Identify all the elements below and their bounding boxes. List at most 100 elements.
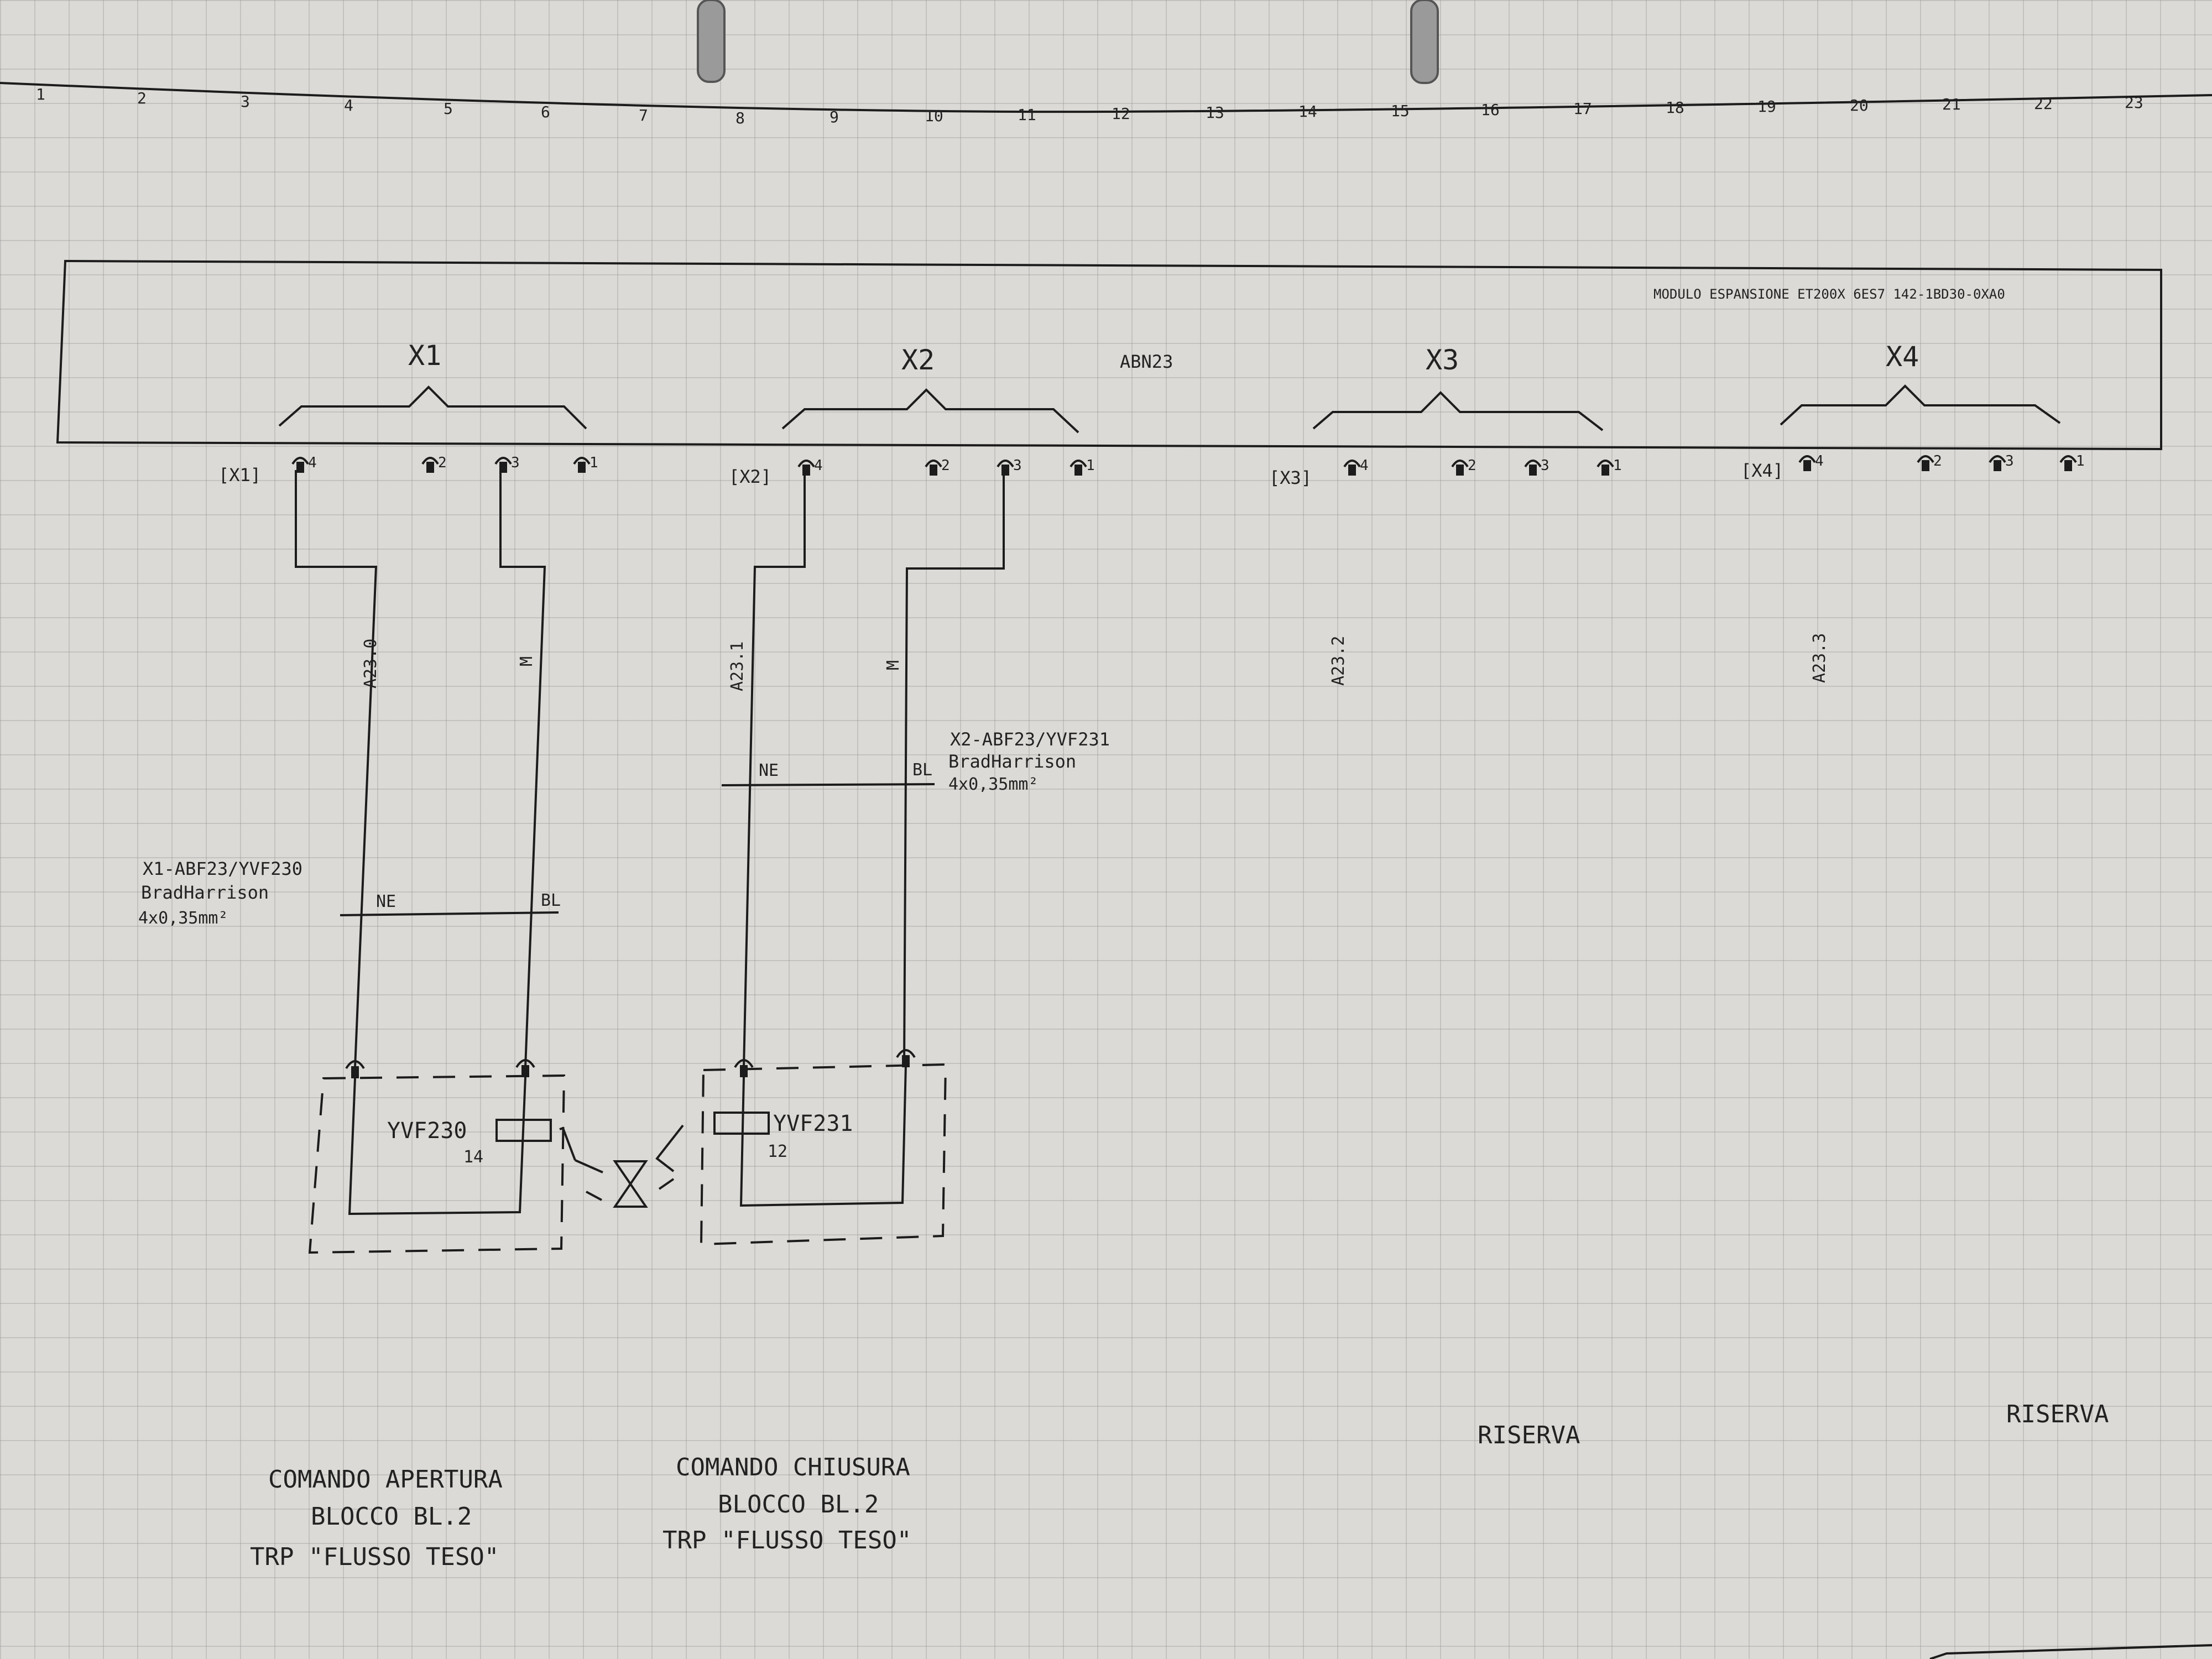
connector-x2-ref: [X2]: [729, 466, 771, 487]
column-number: 2: [137, 89, 147, 107]
column-number: 4: [344, 96, 353, 114]
column-number: 6: [541, 103, 550, 121]
pin-terminal: 1: [573, 455, 598, 473]
column-number: 3: [241, 92, 250, 111]
pin-terminal: 4: [1343, 457, 1369, 476]
caption-c3: RISERVA: [1478, 1421, 1580, 1449]
wire-x1-signal: [295, 470, 378, 1068]
solenoid-yvf231-enclosure: [700, 1063, 947, 1246]
pin-terminal: 2: [1917, 453, 1942, 471]
cable-x2-core-right: BL: [912, 760, 932, 780]
caption-c2-line2: BLOCCO BL.2: [718, 1490, 879, 1519]
pin-number: 2: [1933, 453, 1942, 469]
connector-x3-brace: [1312, 391, 1604, 431]
connector-x1-brace: [278, 385, 587, 430]
column-number: 15: [1391, 102, 1410, 120]
column-number: 14: [1298, 102, 1317, 121]
solenoid-yvf230-pin: 14: [463, 1147, 483, 1167]
column-number: 10: [925, 107, 943, 125]
wire-x3-signal-label: A23.2: [1329, 636, 1348, 686]
wire-x4-signal-label: A23.3: [1810, 633, 1829, 683]
connector-x3-label: X3: [1426, 344, 1459, 376]
pin-terminals: 4 2 3 1 4 2 3 1 4 2 3 1 4 2 3 1: [291, 453, 2085, 1078]
pin-terminal: 2: [1451, 457, 1477, 476]
column-number: 1: [36, 85, 45, 103]
solenoid-yvf231-pin: 12: [768, 1142, 787, 1161]
column-number: 12: [1112, 105, 1130, 123]
pin-number: 2: [1468, 457, 1477, 474]
column-number: 20: [1850, 96, 1869, 114]
solenoid-yvf230-name: YVF230: [387, 1118, 467, 1144]
column-number: 7: [639, 106, 648, 124]
solenoid-yvf230-enclosure: [308, 1074, 566, 1254]
pin-terminal: 2: [421, 455, 447, 473]
solenoid-yvf230-loop: [348, 1077, 526, 1215]
solenoid-yvf231-coil: [713, 1112, 770, 1135]
cable-x2-maker: BradHarrison: [948, 751, 1076, 772]
column-number: 5: [444, 100, 453, 118]
module-id: ABN23: [1120, 351, 1173, 372]
valve-icon: [559, 1124, 684, 1208]
wire-x2-common: [903, 471, 1005, 1065]
caption-c1-line3: TRP "FLUSSO TESO": [250, 1543, 499, 1571]
pin-number: 3: [1013, 457, 1022, 474]
pin-number: 1: [1086, 457, 1095, 474]
caption-c2-line3: TRP "FLUSSO TESO": [662, 1526, 911, 1554]
cable-x2-spec: 4x0,35mm²: [948, 775, 1039, 794]
connector-x4-label: X4: [1886, 341, 1919, 373]
cable-x1-name: X1-ABF23/YVF230: [143, 858, 302, 879]
column-number: 16: [1481, 101, 1500, 119]
connector-x2-label: X2: [901, 344, 935, 376]
connector-x4-ref: [X4]: [1741, 460, 1783, 481]
pin-number: 4: [814, 457, 823, 474]
pin-number: 2: [438, 455, 447, 471]
solenoid-yvf231-loop: [739, 1064, 907, 1207]
pin-number: 3: [1541, 457, 1550, 474]
cable-x1-core-right: BL: [541, 891, 561, 910]
pin-terminal: 4: [1798, 453, 1824, 471]
connector-x4-brace: [1780, 384, 2061, 426]
caption-c2-line1: COMANDO CHIUSURA: [676, 1453, 910, 1481]
connector-x1-label: X1: [408, 340, 441, 372]
pin-number: 3: [2005, 453, 2014, 469]
cable-x1-maker: BradHarrison: [141, 882, 269, 903]
caption-c4: RISERVA: [2006, 1400, 2109, 1428]
pin-terminal: 1: [2059, 453, 2085, 471]
cable-x2-name: X2-ABF23/YVF231: [950, 729, 1110, 750]
column-number: 22: [2034, 95, 2053, 113]
column-number: 8: [735, 109, 745, 127]
wire-x2-common-label: M: [884, 660, 903, 670]
pin-number: 4: [1815, 453, 1824, 469]
wire-x1-signal-label: A23.0: [361, 639, 380, 688]
cable-x2-line: [721, 783, 935, 786]
pin-number: 4: [308, 455, 317, 471]
cable-x1-line: [340, 911, 559, 916]
cable-x1-core-left: NE: [376, 892, 396, 911]
connector-x3-ref: [X3]: [1269, 467, 1312, 488]
column-number: 11: [1018, 106, 1036, 124]
pin-terminal: 3: [1524, 457, 1550, 476]
ruler-line: [0, 82, 2212, 113]
pin-number: 4: [1360, 457, 1369, 474]
wire-x1-common: [499, 470, 546, 1068]
wire-x2-signal: [743, 470, 806, 1068]
wire-x2-signal-label: A23.1: [728, 641, 747, 691]
column-number: 9: [830, 108, 839, 126]
connector-x2-brace: [781, 388, 1079, 434]
pin-number: 2: [941, 457, 950, 474]
pin-number: 3: [511, 455, 520, 471]
pin-terminal: 4: [291, 455, 317, 473]
cable-x2-core-left: NE: [759, 761, 779, 780]
frame-edge: [1929, 1644, 2212, 1659]
column-number: 19: [1757, 97, 1776, 116]
binder-post-icon: [697, 0, 726, 83]
pin-terminal: 1: [1597, 457, 1622, 476]
pin-terminal: 3: [997, 457, 1022, 476]
pin-terminal: 2: [925, 457, 950, 476]
column-number: 23: [2125, 93, 2143, 112]
pin-terminal: 4: [797, 457, 823, 476]
pin-number: 1: [589, 455, 598, 471]
solenoid-yvf231-name: YVF231: [773, 1111, 853, 1136]
